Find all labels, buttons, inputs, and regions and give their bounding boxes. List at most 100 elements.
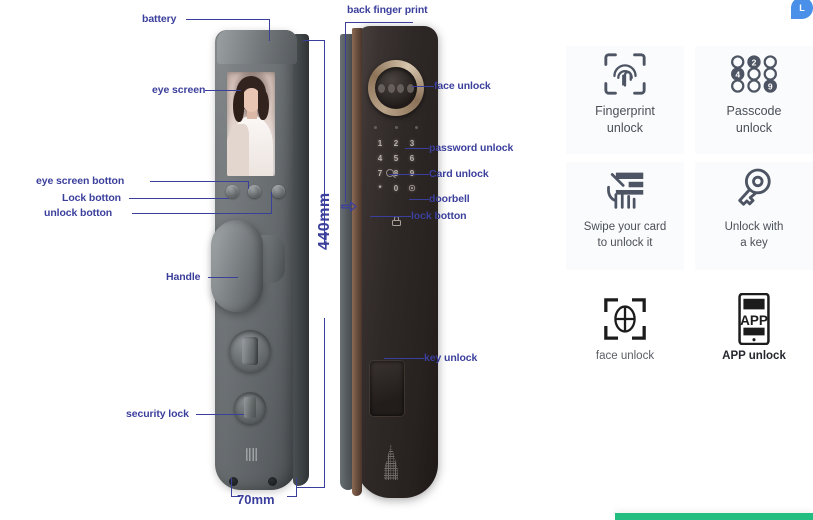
face-unlock-camera-ring [368, 60, 424, 116]
keypad-key-5[interactable]: 5 [393, 154, 399, 163]
card-reader-icon [386, 169, 394, 177]
passcode-keypad-icon: 2 4 9 [730, 46, 778, 102]
lock-icon[interactable] [392, 216, 401, 227]
keypad-row: 7 8 9 [373, 166, 419, 181]
feature-label-line2: unlock [606, 121, 644, 136]
button-row [226, 185, 288, 201]
ir-led [374, 126, 377, 129]
feature-card-passcode-unlock[interactable]: 2 4 9 Passcode unlock [695, 46, 813, 154]
feature-card-fingerprint-unlock[interactable]: Fingerprint unlock [566, 46, 684, 154]
feature-label-line1: Swipe your card [583, 221, 667, 233]
leader-bfp-h [345, 22, 413, 24]
dim-height-line-upper [324, 40, 326, 245]
keypad-key-2[interactable]: 2 [393, 139, 399, 148]
leader-battery-v [269, 19, 271, 41]
label-eye-screen-botton: eye screen botton [36, 175, 125, 187]
feature-label-line1: APP unlock [722, 350, 786, 362]
label-password-unlock: password unlock [429, 142, 514, 154]
label-security-lock: security lock [126, 408, 189, 420]
dim-width-line-left [231, 496, 240, 498]
feature-label-line2: a key [740, 237, 768, 250]
svg-text:4: 4 [735, 69, 740, 79]
feature-label-line2: to unlock it [597, 237, 653, 250]
mounting-hole-right [268, 477, 277, 486]
feature-card-app-unlock[interactable]: APP APP unlock [695, 291, 813, 399]
feature-label-line1: Passcode [726, 104, 782, 118]
camera-sensor-dot [397, 83, 405, 93]
feature-label-line2: unlock [735, 121, 773, 136]
lock-bezel-bronze [352, 28, 362, 496]
label-key-unlock: key unlock [424, 352, 478, 364]
ir-led [415, 126, 418, 129]
label-unlock-botton: unlock botton [44, 207, 113, 219]
keypad-key-7[interactable]: 7 [377, 169, 383, 178]
feature-label-line1: Unlock with [724, 221, 784, 233]
dimension-width-label: 70mm [237, 492, 275, 507]
smart-lock-left-view [211, 30, 315, 500]
bottom-accent-bar [615, 513, 813, 520]
dim-height-tick-top [303, 40, 325, 42]
dim-width-tick-right [296, 478, 298, 496]
fingerprint-scan-icon [602, 46, 648, 102]
notification-badge[interactable]: L [791, 0, 813, 19]
leader-eye-screen-botton-h [150, 181, 249, 183]
lock-button[interactable] [248, 185, 261, 198]
thumb-turn-knob[interactable] [229, 330, 271, 372]
mounting-hole-left [229, 477, 238, 486]
unlock-button[interactable] [272, 185, 285, 198]
feature-card-key-unlock[interactable]: Unlock with a key [695, 162, 813, 270]
keypad-key-6[interactable]: 6 [409, 154, 415, 163]
portrait-hair-left [233, 90, 244, 122]
feature-card-face-unlock[interactable]: face unlock [566, 291, 684, 399]
portrait-shoulder [227, 124, 249, 176]
svg-text:2: 2 [752, 57, 757, 67]
leader-doorbell [409, 199, 429, 201]
keypad-key-star[interactable]: * [378, 184, 382, 193]
lock-body-left-edge [293, 34, 309, 486]
battery-compartment-cap [217, 30, 297, 64]
feature-panel: Fingerprint unlock [566, 46, 813, 391]
doorbell-icon[interactable]: ☉ [408, 184, 416, 193]
portrait-hair-right [258, 90, 269, 120]
svg-text:APP: APP [740, 313, 768, 328]
handle-stem [259, 235, 285, 283]
leader-unlock-botton-v [271, 192, 273, 214]
keypad-row: 4 5 6 [373, 151, 419, 166]
keypad-key-0[interactable]: 0 [393, 184, 399, 193]
svg-text:9: 9 [768, 81, 773, 91]
portrait-face [242, 88, 261, 112]
portrait-neck [247, 108, 257, 119]
camera-sensor-dot [378, 83, 386, 93]
keypad-key-3[interactable]: 3 [409, 139, 415, 148]
face-scan-icon [602, 291, 648, 347]
keypad-row: 1 2 3 [373, 136, 419, 151]
label-doorbell: doorbell [429, 193, 470, 205]
leader-bfp-v [345, 22, 347, 202]
door-handle[interactable] [211, 220, 263, 312]
label-handle: Handle [166, 271, 201, 283]
leader-handle [208, 277, 238, 279]
smart-lock-right-view: 1 2 3 4 5 6 7 8 9 * 0 ☉ [340, 26, 460, 501]
label-battery: battery [142, 13, 177, 25]
dim-width-tick-left [231, 478, 233, 496]
leader-battery-h [186, 19, 270, 21]
keypad-key-8[interactable]: 8 [389, 169, 403, 178]
eye-screen-display [227, 72, 275, 176]
label-back-finger-print: back finger print [347, 4, 428, 16]
key-unlock-cover[interactable] [370, 361, 404, 416]
feature-label-line1: Fingerprint [595, 104, 655, 118]
camera-sensor-dot [387, 83, 395, 93]
feature-label-line1: face unlock [595, 350, 655, 362]
keypad-key-9[interactable]: 9 [405, 169, 419, 178]
keypad-key-1[interactable]: 1 [377, 139, 383, 148]
keypad-key-4[interactable]: 4 [377, 154, 383, 163]
camera-sensor-dot [406, 83, 414, 93]
dim-width-line-right [287, 496, 297, 498]
dim-height-tick-bottom [296, 487, 325, 489]
keypad-row: * 0 ☉ [373, 181, 419, 196]
feature-card-swipe-card[interactable]: Swipe your card to unlock it [566, 162, 684, 270]
label-lock-botton: Lock botton [62, 192, 121, 204]
eye-screen-button[interactable] [226, 185, 239, 198]
face-unlock-camera-lens [375, 67, 417, 109]
security-lock-knob[interactable] [234, 392, 266, 424]
